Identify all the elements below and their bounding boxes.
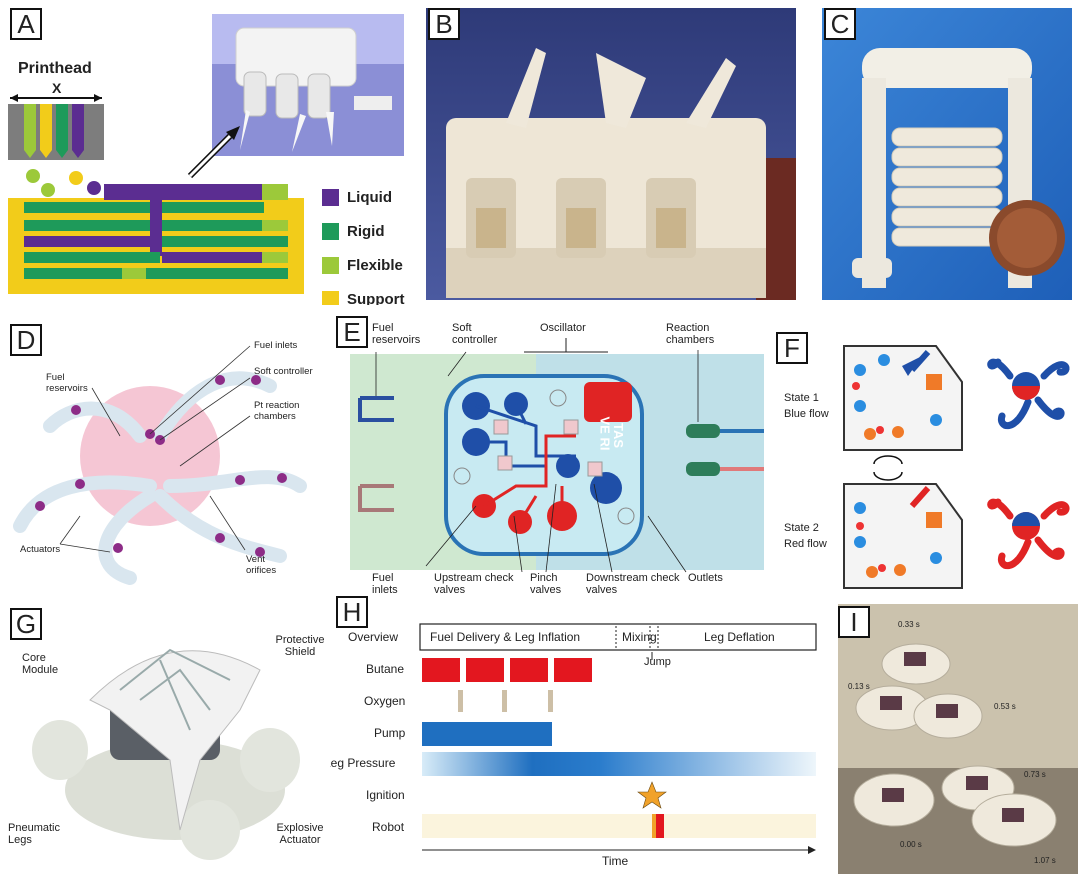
panel-label-g: G — [10, 608, 42, 640]
panel-label-c: C — [824, 8, 856, 40]
panel-c: C — [822, 8, 1072, 300]
jump-sequence-photo — [838, 604, 1078, 874]
row-overview: Overview — [348, 630, 399, 644]
row-oxygen: Oxygen — [364, 694, 406, 708]
time-0-00: 0.00 s — [900, 840, 922, 849]
panel-i: I 0.33 s 0.13 s 0.53 s 0.73 s 0.00 s 1.0… — [838, 604, 1078, 874]
panel-label-i: I — [838, 606, 870, 638]
legend-liquid: Liquid — [347, 188, 392, 206]
state2-flow: Red flow — [784, 538, 827, 550]
legend-rigid: Rigid — [347, 222, 385, 240]
panel-f: F State 1 Blue flow State 2 Red flow — [776, 316, 1076, 592]
label-fuel-reservoirs-e: Fuel reservoirs — [372, 322, 421, 346]
panel-label-h: H — [336, 596, 368, 628]
time-1-07: 1.07 s — [1034, 856, 1056, 865]
jumping-robot-render — [32, 648, 300, 860]
printhead-label: Printhead — [18, 60, 92, 77]
label-jump: Jump — [644, 656, 671, 668]
octobot-illustration — [13, 345, 307, 585]
label-pneumatic-legs: Pneumatic Legs — [8, 822, 60, 846]
label-reaction-chambers-e: Reaction chambers — [666, 322, 715, 346]
printhead-diagram — [8, 14, 404, 294]
phase-mixing: Mixing — [622, 630, 657, 644]
axis-time: Time — [602, 854, 629, 868]
panel-a: A Printhead X — [0, 0, 420, 305]
panel-e: VE RI TAS E Fuel reservoirs Soft control… — [336, 316, 768, 606]
material-legend: Liquid Rigid Flexible Support — [322, 180, 405, 305]
phase-leg-deflation: Leg Deflation — [704, 630, 775, 644]
soft-controller-diagram — [350, 338, 764, 573]
panel-label-a: A — [10, 8, 42, 40]
label-outlets-e: Outlets — [688, 572, 723, 584]
panel-d: D Fuel inlets Soft controller Fuel reser… — [0, 316, 320, 588]
legend-flexible: Flexible — [347, 256, 403, 274]
legend-swatch-rigid — [322, 222, 339, 240]
row-butane: Butane — [366, 662, 405, 676]
panel-b: B — [426, 8, 796, 300]
legend-swatch-liquid — [322, 188, 339, 206]
label-soft-controller-e: Soft controller — [452, 322, 498, 346]
legend-support: Support — [347, 290, 405, 306]
time-0-53: 0.53 s — [994, 702, 1016, 711]
panel-label-b: B — [428, 8, 460, 40]
chip-text-tas: TAS — [611, 422, 627, 449]
row-pump: Pump — [374, 726, 406, 740]
label-downstream-check-valves: Downstream check valves — [586, 572, 680, 596]
panel-label-f: F — [776, 332, 808, 364]
row-ignition: Ignition — [366, 788, 405, 802]
label-vent-orifices-d: Vent orifices — [246, 554, 277, 576]
label-soft-controller-d: Soft controller — [254, 366, 313, 377]
time-0-13: 0.13 s — [848, 682, 870, 691]
photo-actuator-coin — [822, 8, 1072, 300]
label-pt-reaction-d: Pt reaction chambers — [254, 400, 300, 422]
label-fuel-reservoirs-d: Fuel reservoirs — [46, 372, 88, 394]
label-oscillator-e: Oscillator — [540, 322, 586, 334]
panel-label-e: E — [336, 316, 368, 348]
timing-diagram — [419, 623, 817, 854]
panel-g: G Core Module Protective Shield Pneumati… — [0, 600, 340, 874]
label-fuel-inlets-e: Fuel inlets — [372, 572, 398, 596]
row-leg-pressure: Leg Pressure — [330, 756, 396, 770]
legend-swatch-support — [322, 290, 339, 305]
state-diagrams — [843, 345, 1070, 589]
row-robot: Robot — [372, 820, 405, 834]
label-explosive-actuator: Explosive Actuator — [276, 822, 324, 846]
legend-swatch-flexible — [322, 256, 339, 274]
label-protective-shield: Protective Shield — [275, 634, 325, 658]
state1-title: State 1 — [784, 392, 819, 404]
label-fuel-inlets-d: Fuel inlets — [254, 340, 298, 351]
state2-title: State 2 — [784, 522, 819, 534]
label-upstream-check-valves: Upstream check valves — [434, 572, 514, 596]
panel-label-d: D — [10, 324, 42, 356]
time-0-33: 0.33 s — [898, 620, 920, 629]
label-actuators-d: Actuators — [20, 544, 61, 555]
x-axis-label: X — [52, 80, 62, 96]
phase-fuel-delivery: Fuel Delivery & Leg Inflation — [430, 630, 581, 644]
state1-flow: Blue flow — [784, 408, 829, 420]
panel-h: H Overview Butane Oxygen Pump Leg Pr — [330, 596, 830, 874]
label-pinch-valves: Pinch valves — [530, 572, 562, 596]
photo-robot-front — [426, 8, 796, 300]
label-core-module: Core Module — [22, 652, 59, 676]
time-0-73: 0.73 s — [1024, 770, 1046, 779]
